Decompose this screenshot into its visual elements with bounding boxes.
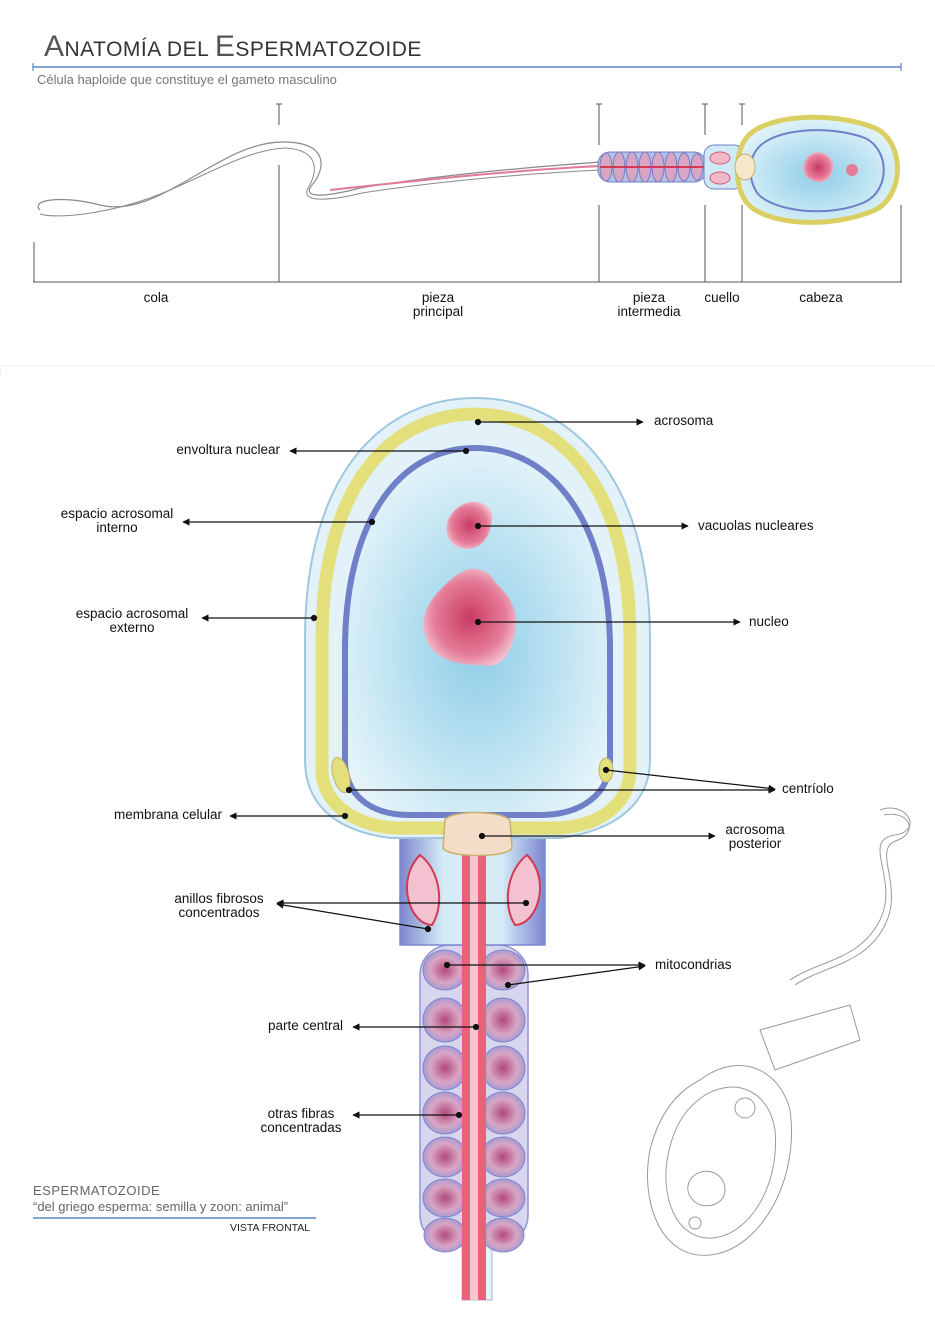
- title-initial-e: E: [214, 30, 236, 63]
- label-otras-fibras: otras fibras concentradas: [260, 1107, 341, 1135]
- label-espacio-interno-line1: espacio acrosomal: [60, 506, 174, 521]
- label-acrosoma: acrosoma: [654, 413, 714, 428]
- posterior-acrosome: [442, 811, 513, 857]
- overview-midpiece: [597, 151, 707, 183]
- label-espacio-acrosomal-interno: espacio acrosomal interno: [61, 507, 174, 535]
- sketch-sperm: [647, 807, 911, 1256]
- page-subtitle: Célula haploide que constituye el gameto…: [37, 72, 337, 87]
- label-cuello: cuello: [704, 290, 740, 305]
- centriole-left: [331, 756, 351, 794]
- overview-sperm: [37, 114, 900, 225]
- label-acrosoma-posterior: acrosoma posterior: [725, 823, 784, 851]
- label-pieza-principal: pieza principal: [413, 291, 463, 319]
- label-pieza-intermedia-line1: pieza: [632, 290, 666, 305]
- label-pieza-intermedia-line2: intermedia: [617, 304, 681, 319]
- overview-tail: [37, 141, 601, 211]
- label-pieza-principal-line1: pieza: [421, 290, 455, 305]
- page-title: ANATOMÍA DEL ESPERMATOZOIDE: [44, 30, 422, 64]
- label-pieza-principal-line2: principal: [412, 304, 464, 319]
- label-espacio-interno-line2: interno: [96, 520, 138, 535]
- title-initial-a: A: [44, 30, 65, 63]
- label-membrana-celular: membrana celular: [113, 807, 222, 822]
- nucleus: [423, 568, 516, 666]
- overview-head: [734, 114, 900, 225]
- label-cabeza: cabeza: [799, 290, 843, 305]
- footer-title: ESPERMATOZOIDE: [33, 1183, 161, 1198]
- label-centriolo: centríolo: [782, 781, 834, 796]
- label-envoltura-nuclear: envoltura nuclear: [176, 442, 280, 457]
- label-espacio-externo-line1: espacio acrosomal: [75, 606, 189, 621]
- label-vacuolas-nucleares: vacuolas nucleares: [698, 518, 814, 533]
- label-acrosoma-posterior-line2: posterior: [728, 836, 782, 851]
- footer-etymology: “del griego esperma: semilla y zoon: ani…: [33, 1199, 289, 1214]
- label-espacio-externo-line2: externo: [109, 620, 155, 635]
- label-otras-fibras-line2: concentradas: [260, 1120, 342, 1135]
- label-cola: cola: [143, 290, 169, 305]
- nuclear-vacuole: [446, 501, 493, 549]
- leader-lines: [182, 418, 776, 1119]
- label-pieza-intermedia: pieza intermedia: [617, 291, 680, 319]
- title-part-2: SPERMATOZOIDE: [235, 38, 422, 61]
- label-anillos-fibrosos: anillos fibrosos concentrados: [174, 892, 263, 920]
- label-espacio-acrosomal-externo: espacio acrosomal externo: [76, 607, 189, 635]
- overview-scale: [33, 103, 902, 283]
- label-anillos-line2: concentrados: [178, 905, 260, 920]
- detail-sperm: [304, 396, 651, 1301]
- label-nucleo: nucleo: [749, 614, 789, 629]
- title-part-1: NATOMÍA DEL: [64, 38, 215, 61]
- label-mitocondrias: mitocondrias: [655, 957, 732, 972]
- footer-view-label: VISTA FRONTAL: [230, 1222, 311, 1234]
- label-anillos-line1: anillos fibrosos: [174, 891, 264, 906]
- label-otras-fibras-line1: otras fibras: [267, 1106, 335, 1121]
- label-acrosoma-posterior-line1: acrosoma: [725, 822, 785, 837]
- label-parte-central: parte central: [267, 1018, 343, 1033]
- mitochondria-segments: [422, 949, 526, 1253]
